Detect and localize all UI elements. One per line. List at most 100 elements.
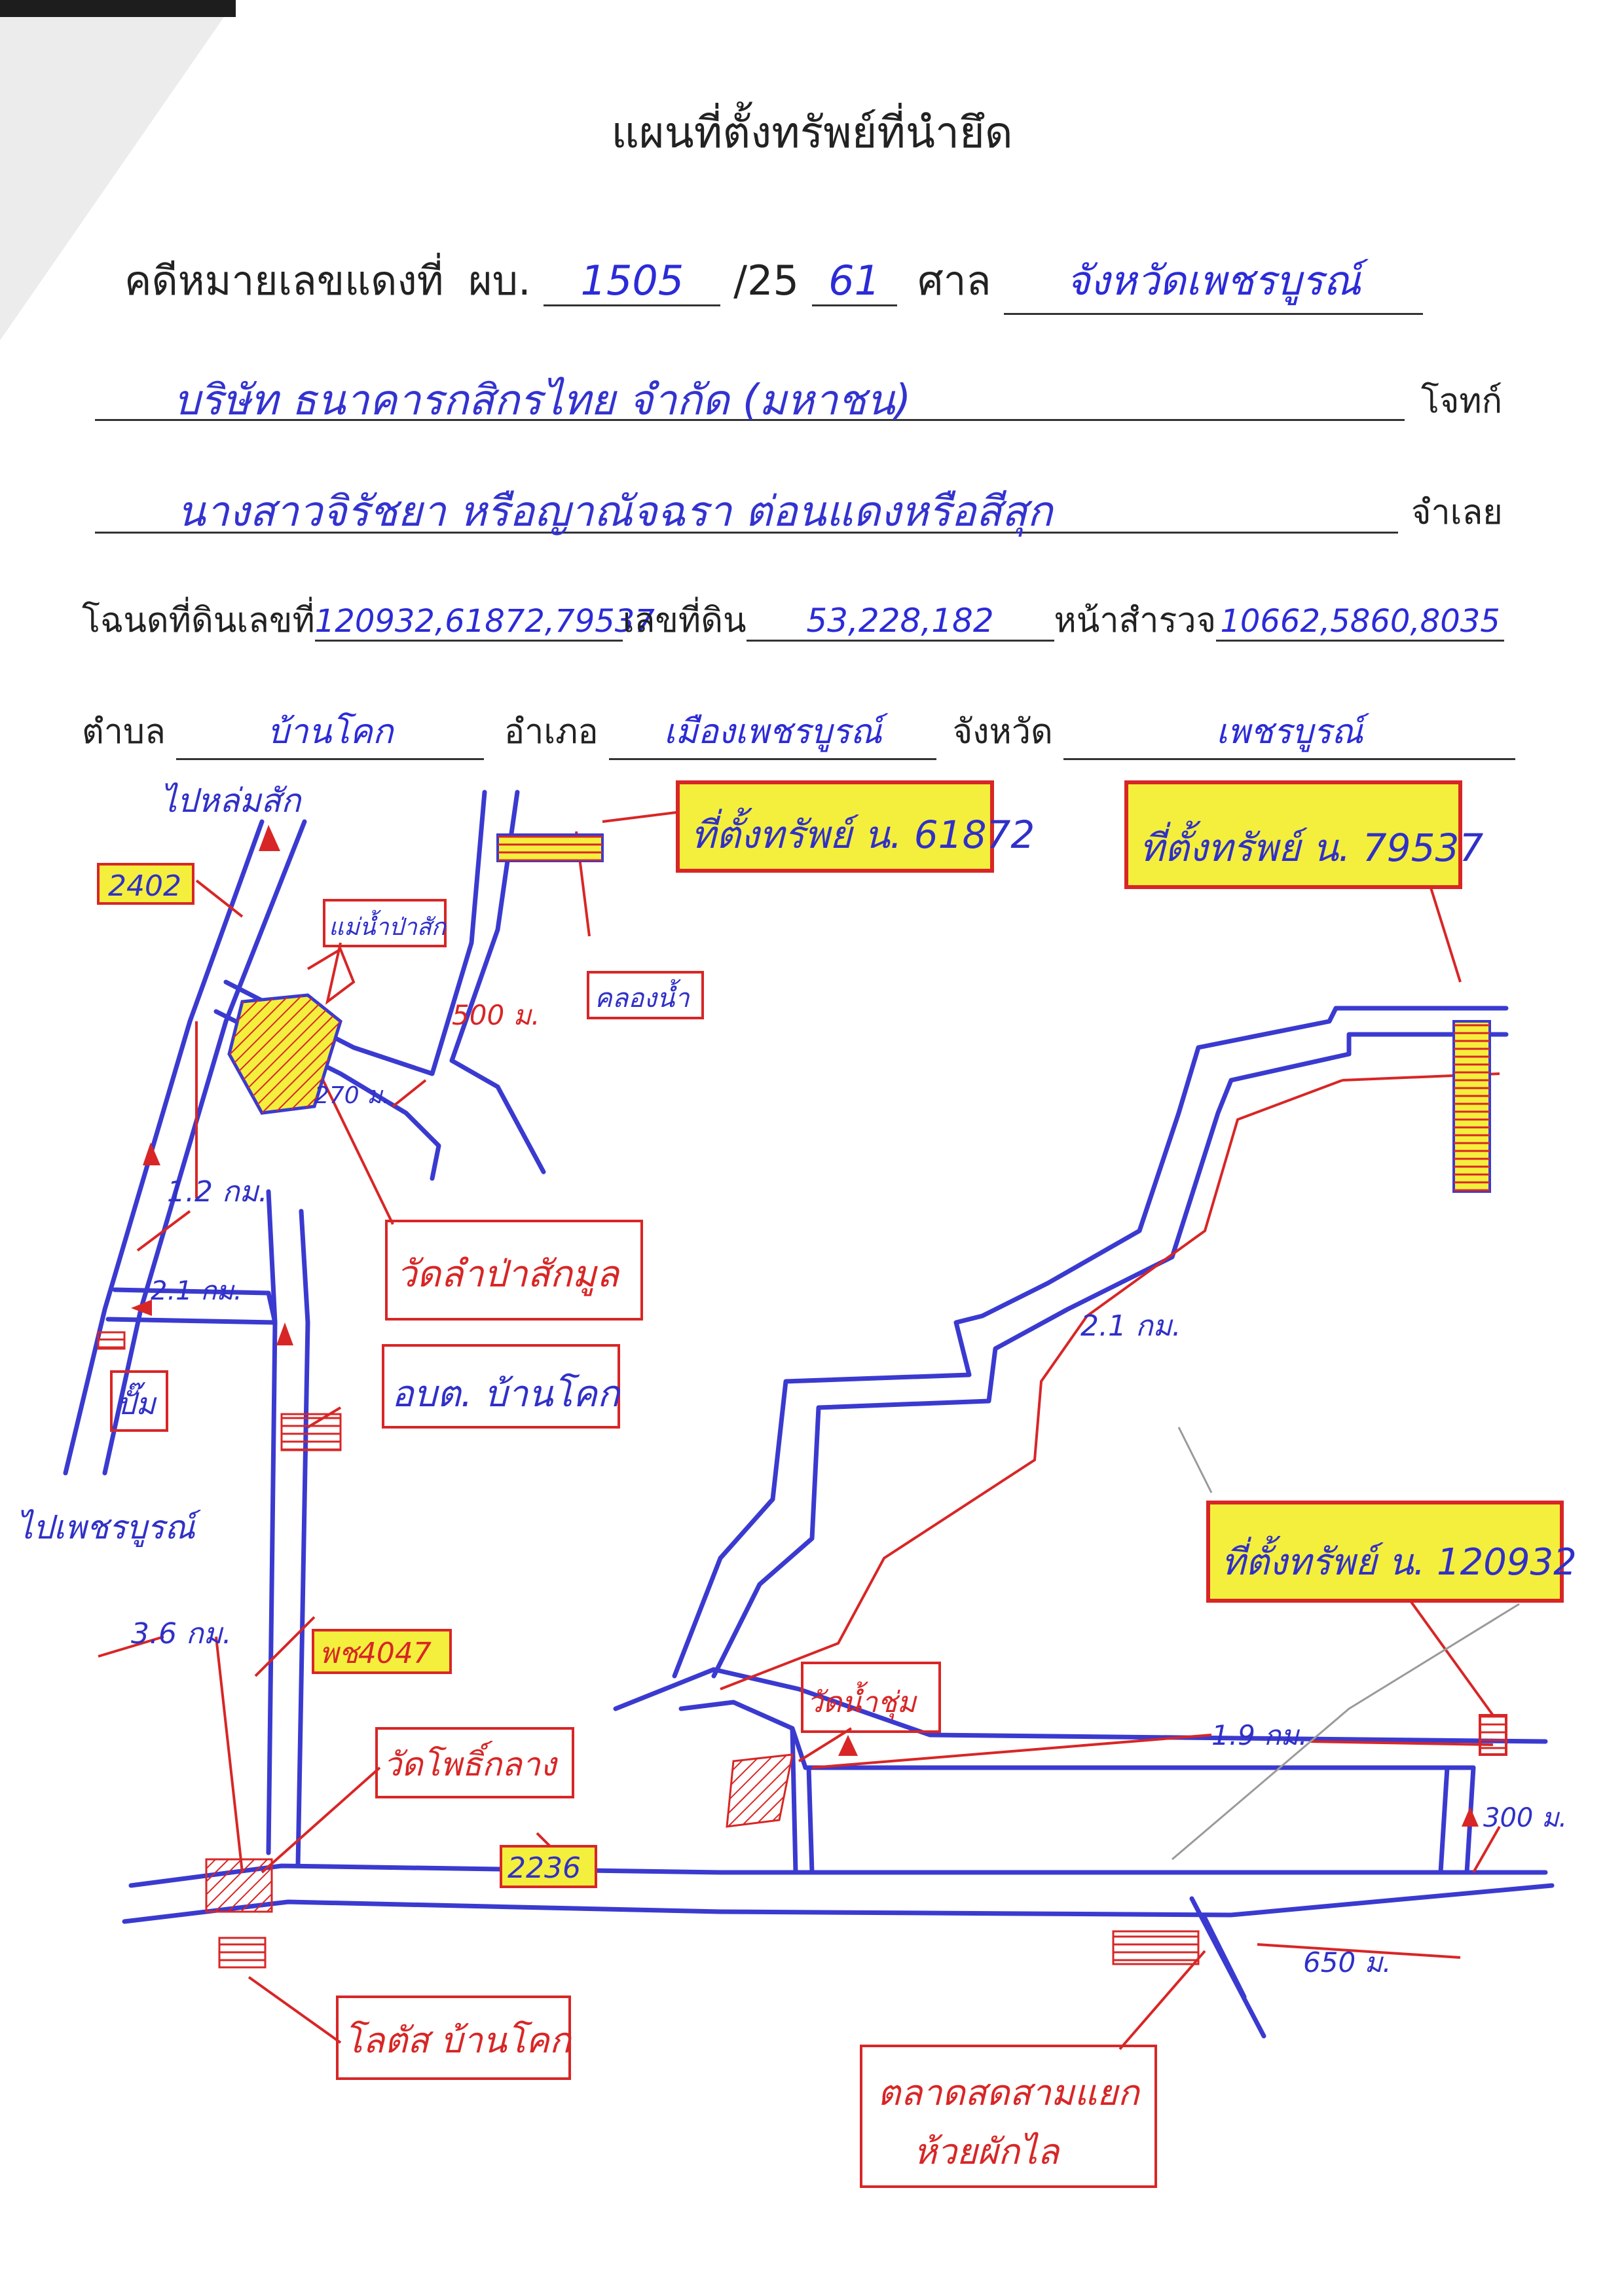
road-nam-chom-link-east — [806, 1765, 815, 1875]
folded-corner — [0, 0, 236, 340]
leader-market — [1118, 1950, 1206, 2050]
pencil-stroke — [1172, 1603, 1520, 1861]
road-2-1km — [105, 1287, 278, 1325]
leader-1-2km — [136, 1210, 191, 1252]
road-pch4047-label: พช4047 — [320, 1637, 432, 1670]
to-lomsak-label: ไปหล่มสัก — [160, 782, 303, 820]
court-name: จังหวัดเพชรบูรณ์ — [1004, 249, 1424, 315]
survey-label: หน้าสำรวจ — [1054, 601, 1217, 640]
arrow-2-1km-left — [131, 1300, 152, 1316]
plaintiff-label: โจทก์ — [1421, 382, 1503, 421]
road-pch4047-box — [312, 1629, 452, 1674]
pump-marker — [97, 1331, 126, 1350]
road-pch4047-west — [266, 1189, 278, 1855]
wat-pho-klang-label: วัดโพธิ์กลาง — [383, 1741, 559, 1783]
wat-lam-pasak-label: วัดลำป่าสักมูล — [396, 1253, 621, 1296]
road-nam-chom-north — [613, 1667, 1548, 1744]
arrowheads — [131, 825, 1479, 1827]
highway-left-east-edge — [102, 819, 307, 1476]
road-nam-chom-link-west — [790, 1726, 798, 1875]
case-year-prefix: /25 — [733, 257, 799, 304]
obt-building — [280, 1413, 342, 1451]
district-label: อำเภอ — [504, 712, 599, 752]
defendant-label: จำเลย — [1411, 493, 1503, 532]
road-2236-north-edge — [128, 1863, 1548, 1888]
market-label-line1: ตลาดสดสามแยก — [877, 2072, 1141, 2113]
leader-1-9km-b — [1309, 1740, 1494, 1746]
leader-79537 — [1426, 877, 1462, 983]
dist-3-6km: 3.6 กม. — [131, 1617, 232, 1650]
property-61872-box — [676, 780, 994, 873]
defendant-underline — [95, 532, 1398, 534]
road-300m-west — [1438, 1765, 1450, 1875]
case-prefix: ผบ. — [468, 257, 531, 304]
pasak-river-squiggle — [306, 942, 356, 1005]
road-2236-south-edge — [122, 1883, 1555, 1924]
dist-1-2km: 1.2 กม. — [167, 1175, 268, 1209]
deed-numbers: 120932,61872,79537 — [314, 603, 655, 642]
wat-nam-chom-area — [726, 1753, 794, 1828]
plaintiff-underline — [95, 419, 1405, 421]
plot-120932 — [1479, 1714, 1507, 1756]
pasak-river-label: แม่น้ำป่าสัก — [329, 909, 447, 941]
wat-pho-klang-area — [205, 1858, 273, 1913]
leader-650m — [1257, 1943, 1461, 1959]
survey-numbers: 10662,5860,8035 — [1216, 603, 1505, 642]
case-number-row: คดีหมายเลขแดงที่ ผบ. 1505 /25 61 ศาล จัง… — [124, 249, 1424, 315]
to-phetchabun-label: ไปเพชรบูรณ์ — [16, 1508, 202, 1548]
leader-120932 — [1407, 1596, 1494, 1717]
dist-270m: 270 ม. — [314, 1082, 390, 1109]
province: เพชรบูรณ์ — [1063, 704, 1516, 760]
property-79537-label: ที่ตั้งทรัพย์ น. 79537 — [1139, 820, 1483, 870]
province-label: จังหวัด — [952, 712, 1053, 752]
property-120932-label: ที่ตั้งทรัพย์ น. 120932 — [1221, 1535, 1577, 1584]
road-pch4047-east — [295, 1209, 310, 1868]
arrow-300m-up — [1462, 1807, 1479, 1827]
arrow-nam-chom-up — [838, 1735, 858, 1756]
leader-3-6km-a — [98, 1635, 164, 1658]
pump-box — [110, 1370, 168, 1432]
pump-label: ปั๊ม — [117, 1382, 157, 1421]
land-numbers: 53,228,182 — [746, 602, 1054, 642]
highway-left-west-edge — [63, 819, 265, 1476]
market-box — [860, 2045, 1157, 2188]
road-market-diagonal-2 — [1202, 1916, 1247, 1999]
property-120932-box — [1206, 1501, 1564, 1603]
leader-wat-nam-chom — [798, 1727, 853, 1762]
canal-box — [587, 971, 704, 1019]
plot-79537-hatch — [1454, 1021, 1490, 1192]
lotus-label: โลตัส บ้านโคก — [344, 2020, 572, 2061]
road-2236-box — [500, 1845, 597, 1888]
case-label: คดีหมายเลขแดงที่ — [124, 257, 444, 304]
leader-1-9km — [811, 1734, 1212, 1769]
lotus-area — [218, 1937, 267, 1969]
dist-300m: 300 ม. — [1483, 1803, 1567, 1833]
leader-2402 — [195, 879, 244, 918]
case-number: 1505 — [544, 257, 721, 306]
leader-270m — [392, 1079, 427, 1108]
wat-nam-chom-label: วัดน้ำชุ่ม — [807, 1681, 917, 1720]
court-label: ศาล — [917, 257, 991, 304]
defendant-name: นางสาวจิรัชยา หรือญาณัจฉรา ต่อนแดงหรือสี… — [177, 488, 1053, 536]
plot-61872-hatch — [498, 835, 602, 861]
arrow-to-lomsak — [259, 825, 280, 851]
scan-edge — [0, 0, 236, 17]
leader-wat-pho-klang — [261, 1766, 381, 1874]
deed-label: โฉนดที่ดินเลขที่ — [82, 601, 315, 640]
road-winding-south — [711, 1032, 1509, 1679]
page-title: แผนที่ตั้งทรัพย์ที่นำยึด — [611, 107, 1013, 158]
lotus-box — [336, 1995, 571, 2080]
road-2236-label: 2236 — [507, 1851, 581, 1885]
leader-route-red — [720, 1079, 1343, 1690]
wat-lam-pasak-hatch — [229, 995, 341, 1113]
dist-2-1km-left: 2.1 กม. — [151, 1276, 242, 1306]
deed-row: โฉนดที่ดินเลขที่120932,61872,79537เลขที่… — [82, 592, 1505, 647]
road-winding-north — [672, 1006, 1509, 1679]
dist-2-1km-right: 2.1 กม. — [1080, 1309, 1181, 1343]
obt-label: อบต. บ้านโคก — [392, 1373, 621, 1415]
arrow-1-2km-up — [143, 1142, 160, 1165]
road-2402-label: 2402 — [108, 869, 181, 903]
arrow-pch4047-up — [276, 1322, 293, 1345]
dist-500m: 500 ม. — [452, 999, 540, 1031]
